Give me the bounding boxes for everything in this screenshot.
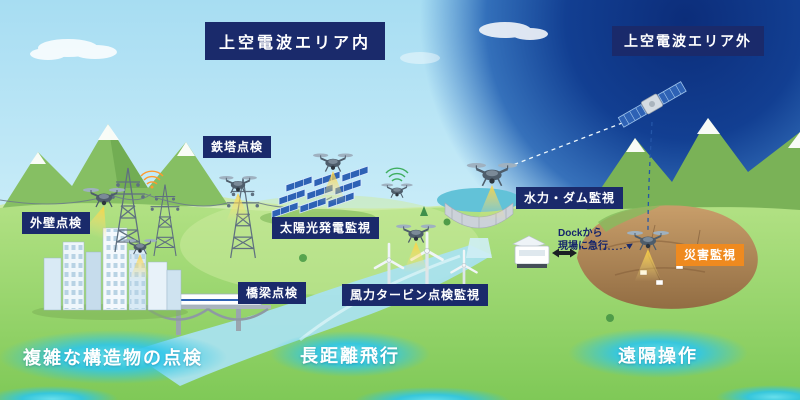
snow-cap [177,142,195,156]
label-disaster-monitoring: 災害監視 [676,244,745,266]
snow-cap [697,118,720,134]
dock-note-line1: Dockから [558,228,603,239]
label-wind-turbine-monitoring: 風力タービン点検監視 [342,284,489,306]
satellite-link-line [504,119,631,169]
label-tower-inspection: 鉄塔点検 [203,136,272,158]
snow-cap [98,124,119,140]
drone-dock [512,235,550,268]
satellite-link-line [647,121,653,231]
disaster-island [577,205,758,309]
label-solar-monitoring: 太陽光発電監視 [272,217,380,239]
label-wall-inspection: 外壁点検 [22,212,91,234]
snow-cap [30,152,46,164]
glow-left [0,330,227,384]
satellite [504,81,687,231]
caption-long-distance-flight: 長距離飛行 [300,346,400,366]
clouds [30,22,548,64]
signal-arcs-green [385,167,409,182]
signal-arcs-orange [140,170,164,189]
snow-cap [626,138,645,152]
caption-remote-operation: 遠隔操作 [618,346,698,366]
dock-dispatch-note: Dockから 現場に急行 [558,227,608,253]
caption-complex-structures: 複雑な構造物の点検 [23,348,203,368]
dock-note-line2: 現場に急行 [558,241,608,252]
city-buildings [32,227,188,320]
left-mountains [0,124,228,212]
transfer-arrows-icon [552,248,577,258]
right-mountains [585,118,800,212]
label-outside-radio-area: 上空電波エリア外 [612,26,764,56]
snow-cap [788,132,800,148]
glow-right [568,328,748,378]
glow-center [270,331,430,377]
label-hydro-dam-monitoring: 水力・ダム監視 [516,187,624,209]
capability-glows [0,328,800,400]
label-bridge-inspection: 橋梁点検 [238,282,307,304]
label-inside-radio-area: 上空電波エリア内 [205,22,386,60]
